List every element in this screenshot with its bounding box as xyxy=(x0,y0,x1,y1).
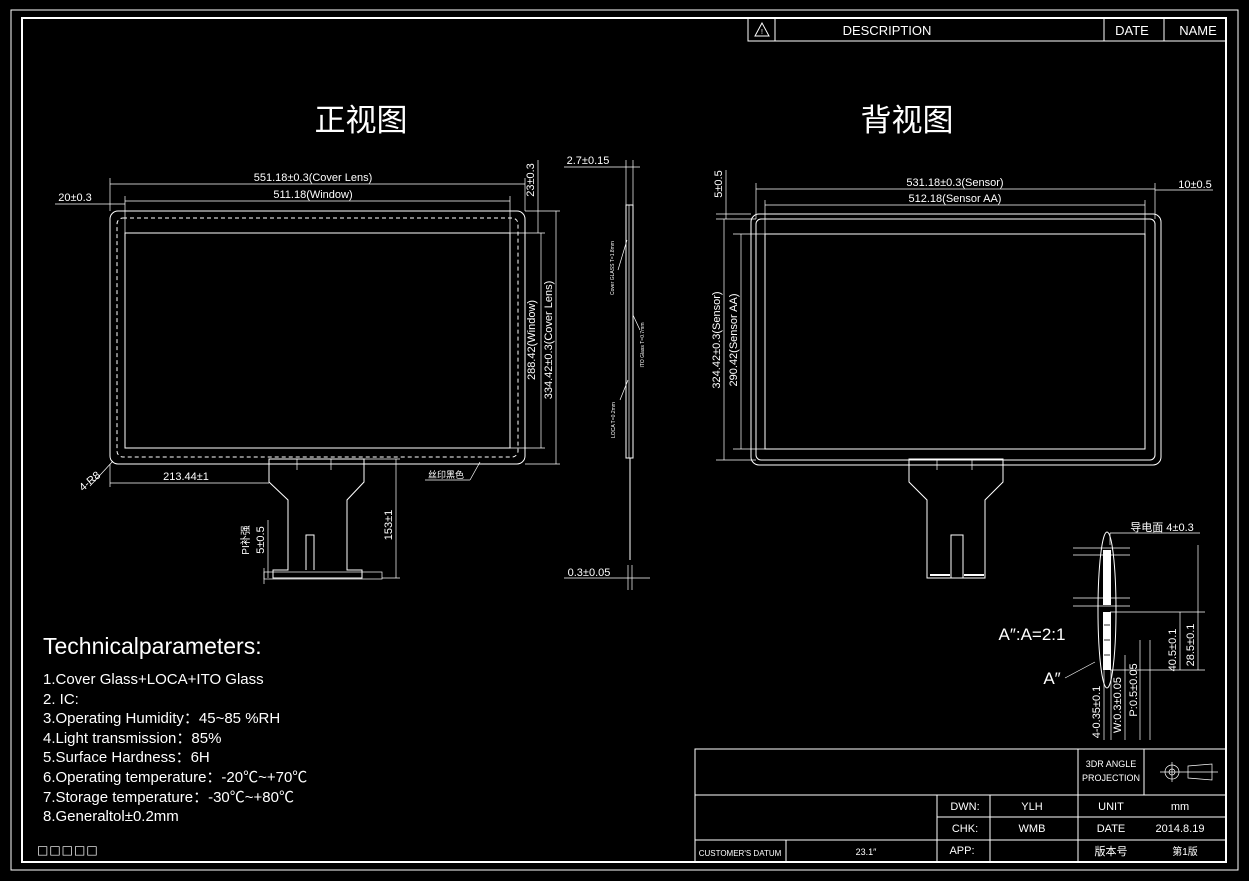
dim-w: W:0.3±0.05 xyxy=(1112,677,1124,733)
back-view-title: 背视图 xyxy=(861,103,954,138)
back-cover-outline xyxy=(750,213,1162,466)
dim-bottom-thickness: 0.3±0.05 xyxy=(568,567,611,579)
dim-sensor-aa-height: 290.42(Sensor AA) xyxy=(728,294,740,387)
dim-28-5: 28.5±0.1 xyxy=(1185,624,1197,667)
revision-triangle-icon xyxy=(754,21,770,37)
param-item: 2. IC: xyxy=(43,690,79,708)
dim-cover-lens-height: 334.42±0.3(Cover Lens) xyxy=(543,281,555,400)
silk-print-note: 丝印黑色 xyxy=(428,469,464,480)
date-value: 2014.8.19 xyxy=(1156,823,1205,835)
projection-line-2: PROJECTION xyxy=(1082,773,1140,783)
chk-value: WMB xyxy=(1019,823,1046,835)
inner-border xyxy=(21,17,1227,863)
detail-marker: A″ xyxy=(1043,669,1060,688)
dim-sensor-aa-width: 512.18(Sensor AA) xyxy=(909,193,1002,205)
fpc-tail xyxy=(268,458,365,579)
param-item: 7.Storage temperature：-30℃~+80℃ xyxy=(43,788,294,806)
back-fpc-slot xyxy=(950,534,964,578)
footer-boxes: □□□□□ xyxy=(37,843,99,857)
sensor-aa xyxy=(764,233,1146,450)
param-item: 4.Light transmission：85% xyxy=(43,729,222,747)
chk-label: CHK: xyxy=(952,823,978,835)
dim-40-5: 40.5±0.1 xyxy=(1167,629,1179,672)
loca-note: LOCA T=0.2mm xyxy=(611,402,617,438)
param-item: 1.Cover Glass+LOCA+ITO Glass xyxy=(43,671,264,688)
outer-border xyxy=(10,9,1239,871)
sensor-outline xyxy=(755,218,1156,461)
param-item: 8.Generaltol±0.2mm xyxy=(43,808,179,826)
side-view: 2.7±0.15 0.3±0.05 Cover GLASS T=1.8mm IT… xyxy=(564,155,650,590)
pi-stiffener-label: PI补强 xyxy=(239,525,252,554)
dim-window-height: 288.42(Window) xyxy=(526,300,538,380)
cover-lens-outline xyxy=(109,210,526,465)
version-label: 版本号 xyxy=(1095,844,1128,858)
back-fpc-tail xyxy=(908,458,1004,579)
dim-window-width: 511.18(Window) xyxy=(273,189,352,201)
silk-print-border xyxy=(116,217,519,458)
description-header: DESCRIPTION xyxy=(843,23,932,38)
detail-scale-label: A″:A=2:1 xyxy=(999,625,1066,644)
dim-corner-radius: 4-R8 xyxy=(77,469,103,494)
param-item: 5.Surface Hardness：6H xyxy=(43,749,210,767)
svg-text:!: ! xyxy=(761,29,763,36)
name-header: NAME xyxy=(1179,23,1217,38)
dim-4-0-35: 4-0.35±0.1 xyxy=(1091,686,1103,739)
app-label: APP: xyxy=(949,845,974,857)
detail-a: A″:A=2:1 A″ 导电面 4±0.3 40.5±0.1 28.5±0.1 … xyxy=(999,521,1205,740)
dim-cover-lens-width: 551.18±0.3(Cover Lens) xyxy=(254,172,373,184)
dim-back-top-margin: 5±0.5 xyxy=(713,170,725,197)
detail-conductive-pad xyxy=(1103,550,1111,605)
date-label: DATE xyxy=(1097,823,1126,835)
dim-sensor-height: 324.42±0.3(Sensor) xyxy=(711,291,723,388)
detail-conductive-surface: 导电面 4±0.3 xyxy=(1130,521,1194,534)
dim-pi-stiffener: 5±0.5 xyxy=(255,526,267,553)
dim-total-thickness: 2.7±0.15 xyxy=(567,155,610,167)
back-view: 背视图 531.18±0.3(Sensor) 512.18(Sensor AA)… xyxy=(711,103,1213,579)
side-profile xyxy=(625,204,634,459)
param-item: 6.Operating temperature：-20℃~+70℃ xyxy=(43,768,308,786)
window-area xyxy=(124,232,511,449)
cover-glass-note: Cover GLASS T=1.8mm xyxy=(610,241,616,295)
unit-value: mm xyxy=(1171,801,1189,813)
title-block: 3DR ANGLE PROJECTION DWN: YLH UNIT mm CH… xyxy=(694,748,1227,863)
fpc-slot xyxy=(305,534,315,570)
dim-fpc-length: 153±1 xyxy=(383,510,395,541)
technical-title: Technicalparameters: xyxy=(43,633,262,659)
param-item: 3.Operating Humidity：45~85 %RH xyxy=(43,710,281,728)
dwn-value: YLH xyxy=(1021,801,1042,813)
dim-top-margin: 23±0.3 xyxy=(525,163,537,197)
revision-table: ! DESCRIPTION DATE NAME xyxy=(747,17,1227,42)
technical-parameters: Technicalparameters: 1.Cover Glass+LOCA+… xyxy=(43,633,307,827)
front-view-title: 正视图 xyxy=(315,103,408,138)
projection-line-1: 3DR ANGLE xyxy=(1086,759,1137,769)
dim-fpc-offset: 213.44±1 xyxy=(163,471,209,483)
panel-size: 23.1″ xyxy=(856,847,878,857)
ito-glass-note: ITO Glass T=0.7mm xyxy=(640,323,646,368)
detail-section-outline xyxy=(1097,531,1117,689)
date-header: DATE xyxy=(1115,23,1149,38)
projection-symbol-icon xyxy=(1160,762,1218,782)
dim-left-margin: 20±0.3 xyxy=(58,192,92,204)
dim-sensor-width: 531.18±0.3(Sensor) xyxy=(906,177,1003,189)
customer-datum: CUSTOMER'S DATUM xyxy=(699,849,782,858)
dim-p: P:0.5±0.05 xyxy=(1128,663,1140,716)
unit-label: UNIT xyxy=(1098,801,1124,813)
version-value: 第1版 xyxy=(1172,845,1198,858)
detail-pad-group xyxy=(1103,612,1111,670)
dwn-label: DWN: xyxy=(950,801,979,813)
dim-right-margin: 10±0.5 xyxy=(1178,179,1212,191)
front-view: 正视图 551.18±0.3(Cover Lens) 511.18(Window… xyxy=(55,103,560,584)
